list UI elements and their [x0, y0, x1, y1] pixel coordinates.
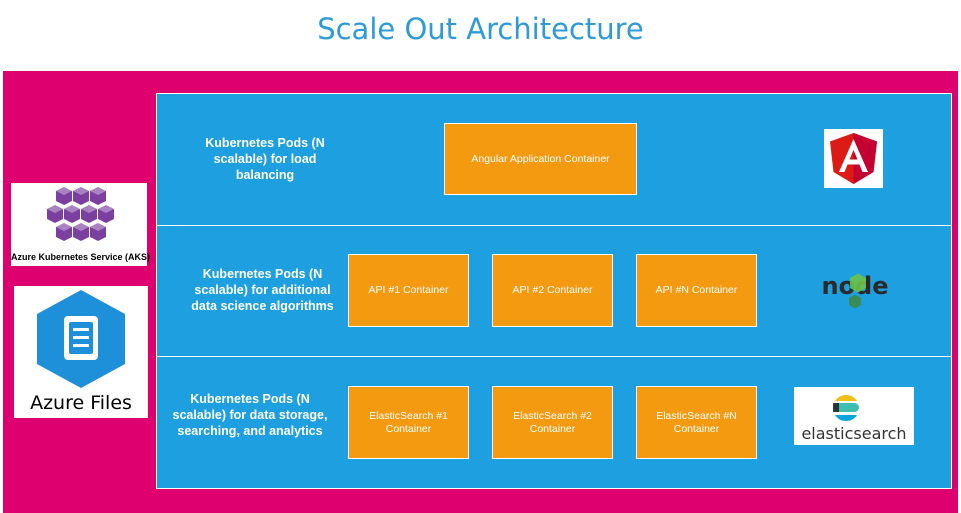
- row-label-data-science: Kubernetes Pods (N scalable) for additio…: [191, 267, 334, 313]
- angular-icon: [830, 133, 877, 184]
- azure-files-label: Azure Files: [30, 392, 132, 414]
- angular-container: Angular Application Container: [444, 123, 637, 195]
- diagram-title: Scale Out Architecture: [317, 12, 644, 46]
- node-icon: node: [821, 272, 889, 309]
- elasticsearch-icon: [833, 394, 859, 422]
- elasticsearch-2-container: ElasticSearch #2 Container: [492, 386, 613, 459]
- azure-files-logo: Azure Files: [14, 286, 148, 418]
- elasticsearch-n-container: ElasticSearch #N Container: [636, 386, 757, 459]
- row-label-load-balancing: Kubernetes Pods (N scalable) for load ba…: [205, 136, 325, 182]
- row-label-storage: Kubernetes Pods (N scalable) for data st…: [172, 392, 328, 438]
- api-2-container: API #2 Container: [492, 254, 613, 327]
- angular-logo: [824, 129, 883, 188]
- pod-row-data-science: [156, 225, 952, 357]
- azure-files-icon: [37, 290, 125, 388]
- elasticsearch-logo: elasticsearch: [794, 387, 914, 445]
- node-logo: node: [812, 264, 898, 316]
- elasticsearch-label: elasticsearch: [801, 424, 907, 443]
- elasticsearch-1-container: ElasticSearch #1 Container: [348, 386, 469, 459]
- aks-label: Azure Kubernetes Service (AKS): [11, 252, 151, 262]
- api-1-container: API #1 Container: [348, 254, 469, 327]
- aks-cubes-icon: [47, 187, 114, 241]
- aks-logo: Azure Kubernetes Service (AKS): [11, 183, 151, 266]
- api-n-container: API #N Container: [636, 254, 757, 327]
